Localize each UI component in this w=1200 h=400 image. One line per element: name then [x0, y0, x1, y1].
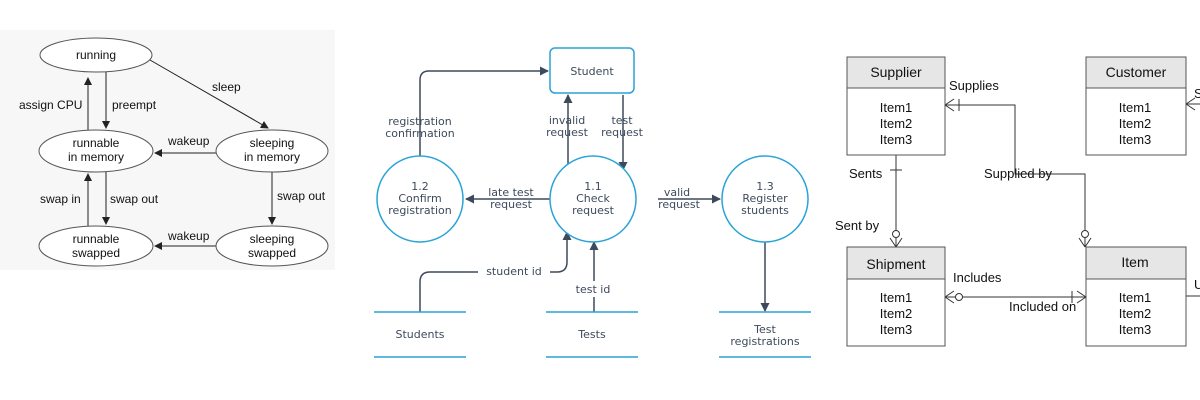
relationship-label: Sents	[849, 166, 883, 181]
entity-attribute: Item3	[1119, 322, 1152, 337]
process-number: 1.2	[411, 180, 429, 193]
process-label: request	[572, 204, 615, 217]
relation-supplies	[945, 104, 1086, 247]
entity-attribute: Item2	[880, 306, 913, 321]
label-bg	[478, 263, 550, 279]
store-label: registrations	[730, 335, 799, 348]
store-label: Students	[395, 328, 444, 341]
flow-label: test id	[576, 283, 611, 296]
flow-label: invalid	[549, 114, 585, 127]
state-label: sleeping	[250, 232, 295, 246]
transition-label-swap-out-right: swap out	[277, 189, 326, 203]
process-label: students	[741, 204, 789, 217]
transition-label-swap-out-left: swap out	[110, 192, 159, 206]
entity-customer: Customer Item1 Item2 Item3	[1085, 56, 1187, 156]
process-label: Register	[742, 192, 788, 205]
flow-label: test	[611, 114, 633, 127]
flow-label: valid	[664, 186, 690, 199]
relationship-label-cut: S	[1194, 86, 1200, 101]
state-label: runnable	[73, 136, 120, 150]
state-label: in memory	[68, 150, 124, 164]
store-label: Test	[753, 323, 776, 336]
data-store-test-registrations: Test registrations	[719, 311, 811, 358]
transition-label-swap-in: swap in	[40, 192, 81, 206]
entity-attribute: Item3	[880, 322, 913, 337]
flow-label: student id	[486, 265, 542, 278]
entity-name: Item	[1121, 254, 1148, 270]
state-running: running	[39, 37, 153, 73]
process-label: Check	[576, 192, 610, 205]
relationship-label: Includes	[953, 270, 1002, 285]
entity-name: Customer	[1106, 64, 1167, 80]
entity-attribute: Item2	[880, 116, 913, 131]
entity-item: Item Item1 Item2 Item3	[1085, 246, 1187, 347]
erd-relationships	[889, 97, 1200, 304]
process-number: 1.1	[584, 180, 602, 193]
state-label: swapped	[248, 246, 296, 260]
entity-supplier: Supplier Item1 Item2 Item3	[846, 56, 946, 156]
external-entity-student: Student	[549, 47, 635, 94]
relationship-label: Sent by	[835, 218, 880, 233]
er-diagram: Supplier Item1 Item2 Item3 Customer Item…	[835, 0, 1200, 400]
entity-label: Student	[570, 65, 614, 78]
state-sleeping-swapped: sleeping swapped	[215, 225, 329, 267]
transition-label-sleep: sleep	[212, 80, 241, 94]
entity-attribute: Item2	[1119, 306, 1152, 321]
label-bg	[570, 281, 616, 297]
state-runnable-in-memory: runnable in memory	[38, 129, 154, 173]
relationship-label-cut: U	[1194, 277, 1200, 292]
entity-shipment: Shipment Item1 Item2 Item3	[846, 246, 946, 347]
edge-sleep	[149, 59, 269, 129]
entity-attribute: Item3	[1119, 132, 1152, 147]
data-store-students: Students	[374, 311, 466, 358]
store-label: Tests	[577, 328, 606, 341]
flow-registration-confirmation	[419, 66, 549, 160]
dfd-flows	[419, 66, 770, 312]
flow-label: request	[490, 198, 533, 211]
transition-label-wakeup-top: wakeup	[167, 134, 210, 148]
relationship-label: Supplied by	[984, 166, 1052, 181]
relationship-label: Included on	[1009, 299, 1076, 314]
state-label: swapped	[72, 246, 120, 260]
state-runnable-swapped: runnable swapped	[38, 225, 154, 267]
state-label: in memory	[244, 150, 300, 164]
process-label: Confirm	[398, 192, 441, 205]
data-flow-diagram: Student 1.2 Confirm registration 1.1 Che…	[360, 0, 830, 400]
process-state-diagram: running runnable in memory sleeping in m…	[0, 0, 335, 400]
transition-label-assign-cpu: assign CPU	[19, 98, 82, 112]
flow-label: request	[658, 198, 701, 211]
flow-label: late test	[488, 186, 534, 199]
process-number: 1.3	[756, 180, 774, 193]
state-sleeping-in-memory: sleeping in memory	[215, 129, 329, 173]
state-label: runnable	[73, 232, 120, 246]
process-1-2-confirm-registration: 1.2 Confirm registration	[376, 155, 464, 243]
flow-label: registration	[388, 115, 451, 128]
entity-name: Shipment	[866, 256, 925, 272]
flow-label: request	[601, 126, 644, 139]
entity-attribute: Item3	[880, 132, 913, 147]
flow-label: confirmation	[385, 127, 455, 140]
entity-attribute: Item1	[880, 290, 913, 305]
transition-label-wakeup-bottom: wakeup	[167, 229, 210, 243]
process-1-1-check-request: 1.1 Check request	[549, 155, 637, 243]
process-label: registration	[388, 204, 451, 217]
entity-name: Supplier	[870, 64, 922, 80]
process-1-3-register-students: 1.3 Register students	[721, 155, 809, 243]
state-edges	[84, 59, 276, 250]
data-store-tests: Tests	[546, 311, 638, 358]
entity-attribute: Item1	[880, 100, 913, 115]
flow-label: request	[546, 126, 589, 139]
entity-attribute: Item1	[1119, 100, 1152, 115]
state-label: running	[76, 48, 116, 62]
relationship-label: Supplies	[949, 78, 999, 93]
state-label: sleeping	[250, 136, 295, 150]
transition-label-preempt: preempt	[112, 98, 157, 112]
entity-attribute: Item2	[1119, 116, 1152, 131]
entity-attribute: Item1	[1119, 290, 1152, 305]
